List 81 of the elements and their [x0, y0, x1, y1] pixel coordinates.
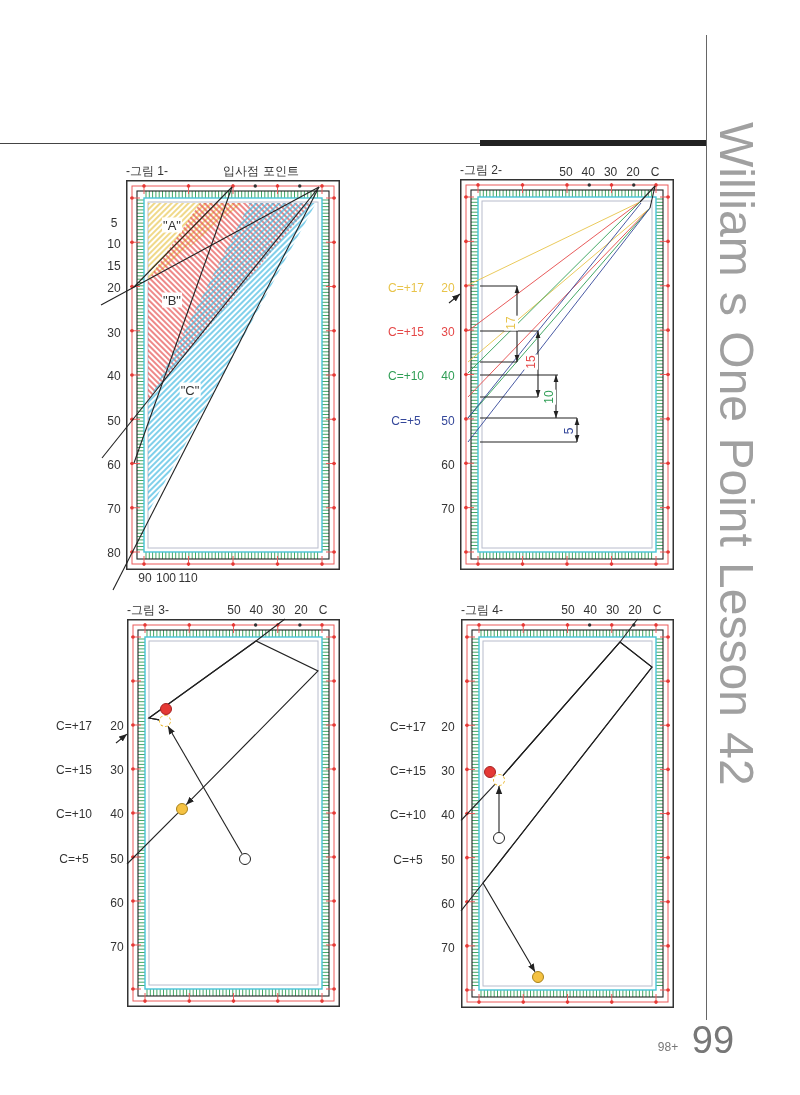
figure-title: -그림 2- [460, 163, 502, 177]
scale-number: 20 [626, 165, 640, 179]
scale-number: 20 [441, 281, 455, 295]
figure-title: -그림 1- [126, 164, 168, 178]
corner-label: C [652, 603, 662, 617]
figure-subtitle: 입사점 포인트 [223, 164, 299, 178]
scale-number: 30 [110, 763, 124, 778]
scale-number: 70 [107, 502, 121, 516]
page-number: 98+ [657, 1040, 679, 1054]
scale-number: 60 [441, 457, 455, 472]
correction-label: C=+17 [56, 719, 92, 733]
scale-number: 40 [583, 603, 597, 617]
scale-number: 10 [107, 237, 121, 251]
scale-number: 70 [110, 940, 124, 954]
correction-label: C=+10 [56, 807, 92, 822]
scale-number: 20 [110, 719, 124, 733]
scale-number: 40 [107, 369, 121, 383]
scale-number: 60 [107, 458, 121, 472]
page-number: 99 [691, 1018, 735, 1062]
scale-number: 30 [603, 165, 618, 179]
correction-label: C=+10 [390, 808, 426, 823]
correction-label: C=+17 [390, 720, 426, 734]
shot-path-arrow [167, 725, 243, 855]
dimension-label: 15 [524, 354, 538, 370]
correction-label: C=+15 [390, 764, 426, 779]
aim-line [126, 812, 179, 865]
aim-line [147, 618, 286, 721]
correction-label: C=+5 [59, 851, 89, 866]
scale-number: 30 [605, 603, 620, 617]
figure-title: -그림 3- [127, 603, 169, 617]
scale-number: 50 [441, 852, 455, 867]
scale-number: 50 [110, 851, 124, 866]
scale-number: 50 [107, 414, 121, 428]
zone-label: "C" [179, 382, 201, 398]
scale-number: 15 [107, 259, 121, 273]
correction-label: C=+15 [56, 763, 92, 778]
zone-label: "B" [162, 292, 182, 308]
corner-label: C [650, 165, 660, 179]
scale-number: 20 [441, 720, 455, 734]
page-title: William s One Point Lesson 42 [712, 122, 760, 786]
scale-number: 50 [227, 603, 241, 617]
correction-label: C=+17 [388, 281, 424, 295]
pointer-arrow [448, 293, 461, 304]
pointer-arrow [115, 733, 128, 744]
correction-label: C=+5 [393, 852, 423, 867]
scale-number: 110 [178, 571, 198, 585]
corner-label: C [318, 603, 328, 617]
correction-label: C=+15 [388, 325, 424, 340]
scale-number: 60 [441, 896, 455, 911]
scale-number: 30 [441, 764, 455, 779]
scale-number: 5 [110, 216, 118, 230]
scale-number: 100 [156, 571, 176, 585]
scale-number: 80 [107, 546, 121, 560]
shot-path-arrow [495, 785, 503, 833]
scale-number: 50 [441, 413, 455, 428]
scale-number: 40 [110, 807, 124, 822]
dimension-label: 10 [542, 389, 556, 405]
figure-title: -그림 4- [461, 603, 503, 617]
scale-number: 40 [441, 808, 455, 823]
scale-number: 30 [271, 603, 286, 617]
correction-label: C=+10 [388, 369, 424, 384]
scale-number: 60 [110, 895, 124, 910]
zone-label: "A" [162, 217, 182, 233]
scale-number: 30 [441, 325, 455, 340]
aim-line [460, 783, 496, 822]
scale-number: 90 [138, 571, 152, 585]
scale-number: 20 [628, 603, 642, 617]
scale-number: 20 [294, 603, 308, 617]
scale-number: 20 [107, 281, 121, 295]
scale-number: 40 [249, 603, 263, 617]
correction-label: C=+5 [391, 413, 421, 428]
scale-number: 50 [559, 165, 573, 179]
scale-number: 70 [441, 502, 455, 516]
aim-line [460, 641, 653, 912]
scale-number: 30 [107, 326, 121, 340]
dimension-label: 17 [504, 315, 518, 331]
scale-number: 40 [581, 165, 595, 179]
scale-number: 70 [441, 941, 455, 955]
scale-number: 50 [561, 603, 575, 617]
scale-number: 40 [441, 369, 455, 384]
dimension-label: 5 [562, 426, 576, 436]
